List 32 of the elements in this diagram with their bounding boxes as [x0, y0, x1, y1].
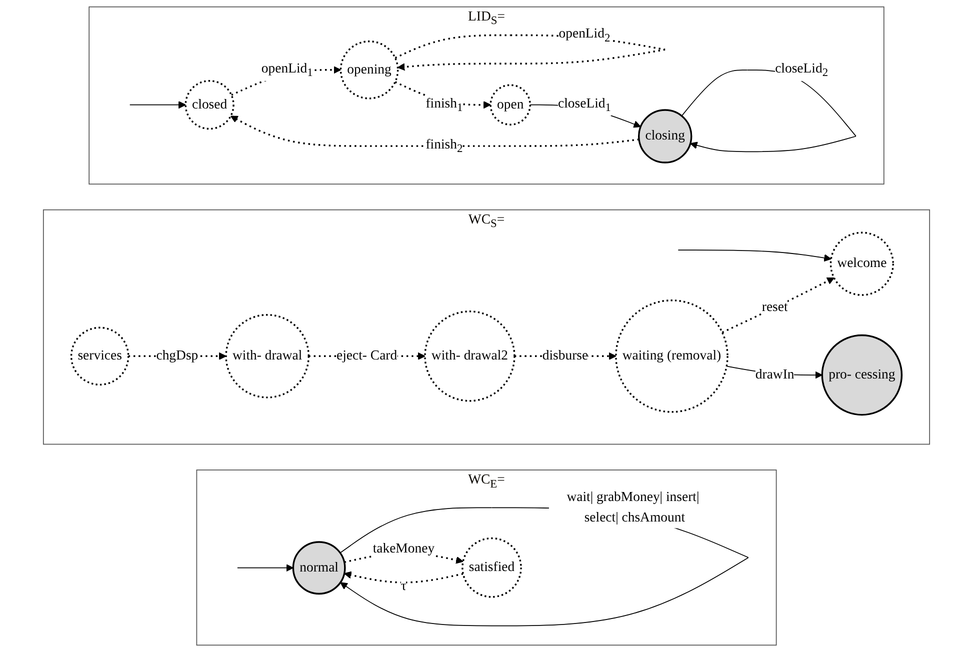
edge-label: finish$_{2}$ [426, 137, 463, 155]
node-circle: open [490, 84, 531, 126]
node-circle: waiting (removal) [615, 300, 728, 413]
edge-label: takeMoney [372, 541, 435, 556]
node-circle: with- drawal2 [424, 310, 516, 402]
edge-label: chgDsp [156, 348, 198, 364]
node-circle: closing [638, 109, 692, 164]
arrow [678, 250, 832, 262]
node-circle: satisfied [462, 537, 522, 598]
arrow [129, 101, 186, 109]
edge-label: openLid$_{2}$ [558, 26, 610, 44]
edge-label: disburse [542, 348, 588, 364]
edge-label: drawIn [755, 367, 794, 382]
arrow [237, 564, 294, 572]
edge-label: wait| grabMoney| insert| select| chsAmount [566, 490, 700, 525]
node-circle: pro- cessing [821, 334, 903, 416]
edge-label: finish$_{1}$ [426, 96, 463, 114]
arrow [230, 116, 640, 147]
edge-label: reset [762, 300, 788, 315]
node-circle: services [70, 326, 130, 386]
edge-label: closeLid$_{1}$ [558, 96, 611, 114]
node-circle: with- drawal [225, 314, 310, 398]
edge-label: eject- Card [336, 348, 398, 364]
node-circle: normal [292, 541, 346, 595]
node-circle: closed [184, 80, 234, 130]
arrow [722, 278, 834, 334]
node-circle: opening [340, 40, 399, 100]
edge-label: openLid$_{1}$ [261, 61, 313, 79]
edge-label: closeLid$_{2}$ [775, 61, 828, 79]
edge-label: τ [400, 579, 406, 594]
node-circle: welcome [830, 232, 894, 296]
arrow [344, 571, 464, 584]
